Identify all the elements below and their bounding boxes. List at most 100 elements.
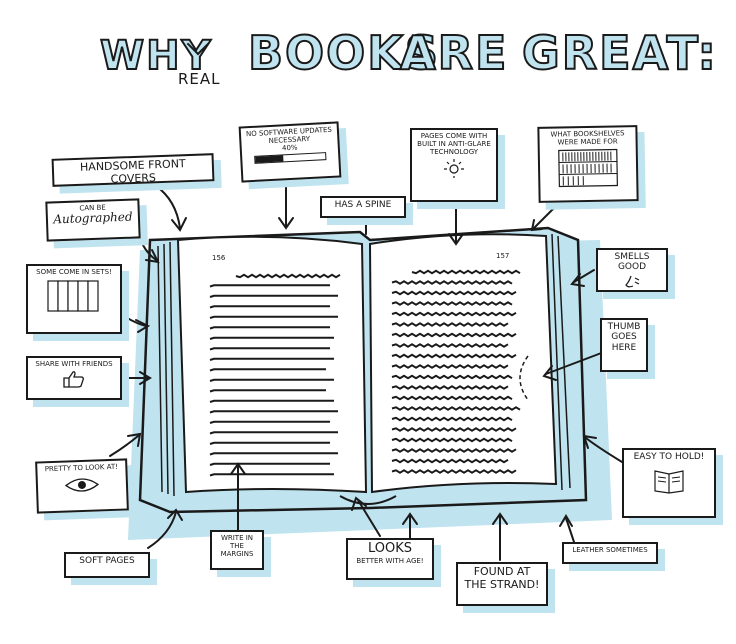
- right-page-text-lines: [391, 269, 521, 474]
- bookshelf-icon: [558, 148, 618, 188]
- text-line: [209, 368, 326, 372]
- label-leather-sometimes: LEATHER SOMETIMES: [562, 542, 658, 564]
- text-line: [209, 441, 330, 445]
- text-line: [209, 357, 334, 361]
- text-line: [209, 462, 330, 466]
- text-line: [391, 364, 509, 369]
- hands-holding-book-icon: [654, 470, 684, 494]
- label-autographed: CAN BE Autographed: [45, 198, 141, 242]
- label-anti-glare: PAGES COME WITH BUILT IN ANTI-GLARE TECH…: [410, 128, 498, 202]
- sun-icon: [444, 159, 464, 179]
- label-pretty-to-look-at: PRETTY TO LOOK AT!: [35, 458, 129, 514]
- thumb-spot: [519, 355, 529, 401]
- text-line: [209, 326, 330, 330]
- label-text: LEATHER SOMETIMES: [572, 546, 648, 554]
- title-word-great: GREAT:: [521, 26, 718, 80]
- label-looks-better-with-age: LOOKS BETTER WITH AGE!: [346, 538, 434, 580]
- text-line: [391, 280, 513, 285]
- label-write-in-margins: WRITE IN THE MARGINS: [210, 530, 264, 570]
- label-text: PAGES COME WITH BUILT IN ANTI-GLARE TECH…: [417, 132, 491, 157]
- text-line: [391, 290, 517, 296]
- label-text: FOUND AT THE STRAND!: [464, 565, 540, 591]
- label-text: SOME COME IN SETS!: [36, 268, 112, 276]
- text-line: [235, 273, 341, 279]
- text-line: [391, 395, 513, 401]
- label-easy-to-hold: EASY TO HOLD!: [622, 448, 716, 518]
- label-no-software: NO SOFTWARE UPDATES NECESSARY 40%: [238, 121, 342, 183]
- left-page-text-lines: [209, 273, 341, 477]
- left-page-edges: [157, 241, 175, 497]
- text-line: [391, 458, 509, 464]
- left-page-number: 156: [212, 254, 226, 262]
- label-text: SMELLS GOOD: [614, 252, 650, 273]
- text-line: [391, 322, 509, 327]
- text-line: [209, 410, 338, 414]
- text-line: [209, 378, 334, 382]
- label-text: THUMB GOES HERE: [607, 322, 641, 353]
- label-thumb-goes-here: THUMB GOES HERE: [600, 318, 648, 372]
- text-line: [391, 416, 513, 422]
- label-text: PRETTY TO LOOK AT!: [44, 462, 119, 474]
- text-line: [391, 353, 517, 359]
- text-line: [209, 305, 330, 309]
- thumbs-up-icon: [63, 371, 84, 388]
- label-text: WRITE IN THE MARGINS: [220, 534, 254, 559]
- label-subtext: BETTER WITH AGE!: [356, 556, 424, 565]
- label-text: WHAT BOOKSHELVES WERE MADE FOR: [550, 129, 625, 147]
- right-page-number: 157: [496, 252, 509, 260]
- text-line: [209, 294, 338, 298]
- title-word-why: WHY: [99, 33, 213, 79]
- label-text: HANDSOME FRONT COVERS: [79, 157, 186, 186]
- text-line: [209, 452, 338, 456]
- text-line: [209, 284, 330, 288]
- label-share-with-friends: SHARE WITH FRIENDS: [26, 356, 122, 400]
- text-line: [391, 374, 513, 380]
- label-text: LOOKS: [367, 541, 413, 556]
- label-has-a-spine: HAS A SPINE: [320, 196, 406, 218]
- right-page: [368, 233, 558, 494]
- text-line: [391, 406, 521, 411]
- label-text: SOFT PAGES: [79, 556, 135, 566]
- text-line: [391, 332, 517, 338]
- title-word-books: BOOKS: [247, 26, 441, 80]
- text-line: [209, 347, 330, 351]
- text-line: [391, 343, 509, 348]
- text-line: [391, 385, 509, 390]
- title-insert-real: REAL: [178, 70, 221, 88]
- label-some-come-in-sets: SOME COME IN SETS!: [26, 264, 122, 334]
- title-word-are: ARE: [399, 26, 509, 80]
- arrows: [109, 183, 623, 561]
- text-line: [391, 437, 513, 443]
- progress-bar-fill: [255, 155, 284, 163]
- label-soft-pages: SOFT PAGES: [64, 552, 150, 578]
- label-smells-good: SMELLS GOOD: [596, 248, 668, 292]
- eye-icon: [64, 478, 100, 492]
- text-line: [391, 448, 517, 453]
- book-spine: [339, 495, 397, 505]
- nose-icon: [625, 275, 640, 288]
- text-line: [391, 469, 517, 474]
- left-page: [176, 235, 368, 494]
- text-line: [391, 301, 513, 306]
- label-text: HAS A SPINE: [334, 200, 392, 210]
- text-line: [209, 420, 330, 424]
- text-line: [391, 311, 517, 317]
- progress-bar: [254, 152, 327, 165]
- book-set-icon: [47, 280, 99, 312]
- text-line: [209, 315, 338, 319]
- label-bookshelves: WHAT BOOKSHELVES WERE MADE FOR: [537, 125, 639, 203]
- label-text: EASY TO HOLD!: [633, 452, 705, 462]
- right-page-edges: [551, 233, 571, 491]
- label-handsome-front-covers: HANDSOME FRONT COVERS: [51, 153, 215, 187]
- text-line: [209, 431, 338, 435]
- text-line: [209, 399, 334, 403]
- text-line: [209, 389, 326, 393]
- label-text: SHARE WITH FRIENDS: [35, 360, 113, 368]
- text-line: [391, 427, 517, 432]
- label-found-at-the-strand: FOUND AT THE STRAND!: [456, 562, 548, 606]
- signature-text: Autographed: [53, 209, 133, 227]
- text-line: [411, 269, 521, 275]
- text-line: [209, 336, 334, 340]
